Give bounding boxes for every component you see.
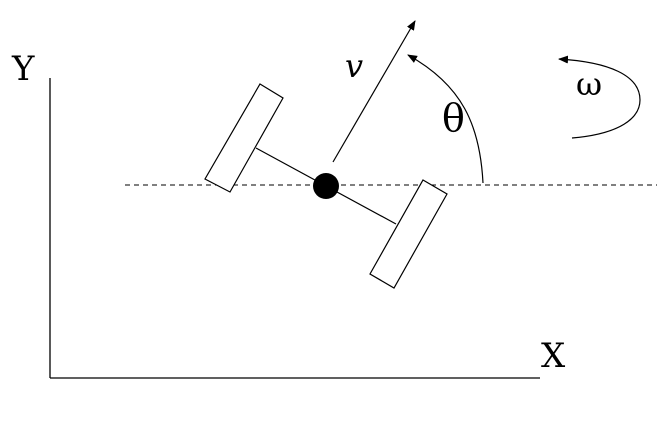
y-axis-label: Y <box>11 49 35 89</box>
left-wheel <box>204 83 284 193</box>
velocity-label: v <box>345 47 363 85</box>
angular-velocity-label: ω <box>576 65 602 103</box>
robot-center-point <box>313 173 339 199</box>
velocity-arrow <box>332 20 416 163</box>
right-wheel <box>369 179 448 289</box>
angular-velocity-arrow <box>558 55 641 139</box>
heading-angle-arc <box>407 54 484 184</box>
x-axis-label: X <box>541 336 566 376</box>
heading-angle-label: θ <box>442 96 465 140</box>
